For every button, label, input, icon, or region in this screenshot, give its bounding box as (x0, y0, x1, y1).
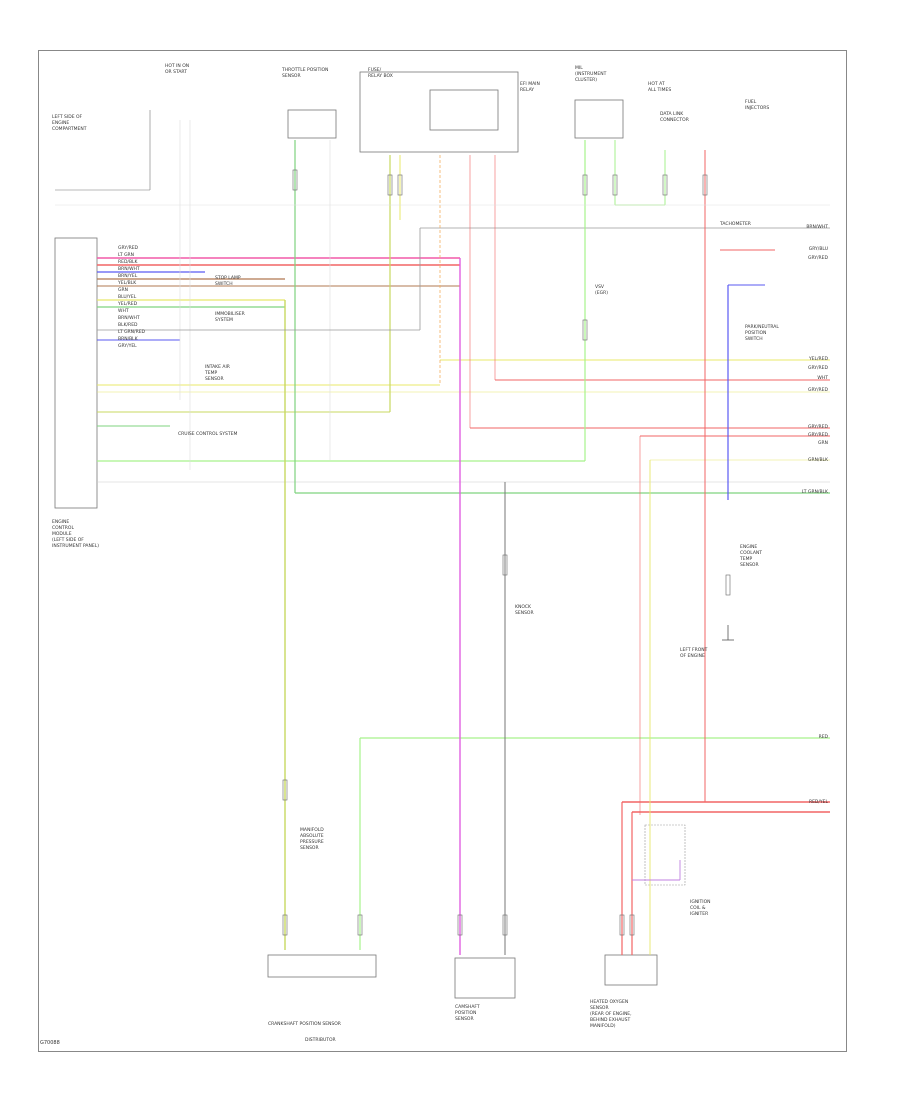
tps-box (644, 824, 686, 886)
connector-mark (582, 319, 588, 341)
wire-color-label: WHT (817, 376, 828, 381)
wire-color-label: BRN/YEL (118, 274, 138, 279)
connector-mark (502, 914, 508, 936)
wire-color-label: GRY/BLU (808, 247, 828, 252)
connector-mark (282, 914, 288, 936)
connector-mark (397, 174, 403, 196)
wire-color-label: WHT (118, 309, 129, 314)
immob-label: IMMOBILISER SYSTEM (215, 312, 245, 323)
stop-lamp-label: STOP LAMP SWITCH (215, 276, 241, 287)
fuse-box-label: FUSE/ RELAY BOX (368, 68, 393, 79)
ecm-label: ENGINE CONTROL MODULE (LEFT SIDE OF INST… (52, 520, 99, 549)
wire-color-label: GRN (818, 441, 828, 446)
hot-bus-2-label: HOT AT ALL TIMES (648, 82, 672, 93)
ignition-label: IGNITION COIL & IGNITER (690, 900, 711, 917)
wire-color-label: LT GRN/BLK (801, 490, 828, 495)
ground-1-label: LEFT FRONT OF ENGINE (680, 648, 708, 659)
wire-color-label: GRN/BLK (807, 458, 828, 463)
data-link-label: DATA LINK CONNECTOR (660, 112, 689, 123)
wire-color-label: GRY/RED (807, 366, 828, 371)
mil-box (574, 99, 624, 139)
wire-color-label: GRY/RED (118, 246, 139, 251)
hot-bus-1-label: HOT IN ON OR START (165, 64, 190, 75)
wire-color-label: GRY/RED (807, 388, 828, 393)
sensor-bottom-1-label: MANIFOLD ABSOLUTE PRESSURE SENSOR (300, 828, 324, 851)
wire-color-label: BRN/WHT (118, 267, 140, 272)
connector-mark (619, 914, 625, 936)
wire-color-label: GRY/RED (807, 433, 828, 438)
wire-color-label: RED/YEL (808, 800, 828, 805)
tps-top-label: THROTTLE POSITION SENSOR (282, 68, 329, 79)
connector-mark (702, 174, 708, 196)
connector-mark (457, 914, 463, 936)
connector-marks (282, 169, 731, 936)
connector-mark (387, 174, 393, 196)
crank-label: CRANKSHAFT POSITION SENSOR (268, 1022, 341, 1027)
ect-label: ENGINE COOLANT TEMP SENSOR (740, 545, 763, 568)
iat-label: INTAKE AIR TEMP SENSOR (205, 365, 230, 382)
vsv-label: VSV (EGR) (595, 285, 608, 296)
knock-label: KNOCK SENSOR (515, 605, 534, 616)
wire-color-label: YEL/RED (808, 357, 828, 362)
wire-color-label: BRN/WHT (118, 316, 140, 321)
sensor-bottom-2-label: CAMSHAFT POSITION SENSOR (455, 1005, 480, 1022)
wire-color-label: LT GRN/RED (118, 330, 145, 335)
distributor-label: DISTRIBUTOR (305, 1038, 336, 1043)
wire-color-label: GRY/RED (807, 425, 828, 430)
wire-color-label: YEL/BLK (118, 281, 137, 286)
ground-symbol-1 (722, 625, 734, 641)
wire-color-label: GRN (118, 288, 128, 293)
injector-label: FUEL INJECTORS (745, 100, 770, 111)
wire-color-label: RED (818, 735, 828, 740)
connector-mark (582, 174, 588, 196)
park-neutral-label: PARK/NEUTRAL POSITION SWITCH (745, 325, 779, 342)
connector-mark (725, 574, 731, 596)
wire-color-label: LT GRN (118, 253, 135, 258)
relay-label: EFI MAIN RELAY (520, 82, 540, 93)
ecm-connector (54, 237, 98, 509)
mil-label: MIL (INSTRUMENT CLUSTER) (575, 66, 607, 83)
camshaft-sensor-box (454, 957, 516, 999)
o2-sensor-box (604, 954, 658, 986)
wire-color-label: GRY/YEL (118, 344, 137, 349)
tach-label: TACHOMETER (720, 222, 751, 227)
connector-mark (292, 169, 298, 191)
wire-color-label: RED/BLK (118, 260, 138, 265)
wire-color-label: BRN/BLK (118, 337, 138, 342)
idle-switch-box (287, 109, 337, 139)
connector-mark (662, 174, 668, 196)
wire-color-label: BLU/YEL (118, 295, 137, 300)
o2-label: HEATED OXYGEN SENSOR (REAR OF ENGINE, BE… (590, 1000, 632, 1029)
wire-color-label: BLK/RED (118, 323, 138, 328)
connector-mark (612, 174, 618, 196)
connector-mark (502, 554, 508, 576)
cruise-label: CRUISE CONTROL SYSTEM (178, 432, 238, 437)
connector-mark (282, 779, 288, 801)
fuse-box (359, 71, 519, 153)
distributor-box (267, 954, 377, 978)
connector-mark (629, 914, 635, 936)
connector-mark (357, 914, 363, 936)
diagram-frame (38, 50, 847, 1052)
relay-box (429, 89, 499, 131)
idle-switch-label: LEFT SIDE OF ENGINE COMPARTMENT (52, 115, 87, 132)
wire-color-label: GRY/RED (807, 256, 828, 261)
diagram-code: G70088 (40, 1040, 60, 1046)
wire-color-label: YEL/RED (118, 302, 138, 307)
wire-color-label: BRN/WHT (806, 225, 828, 230)
